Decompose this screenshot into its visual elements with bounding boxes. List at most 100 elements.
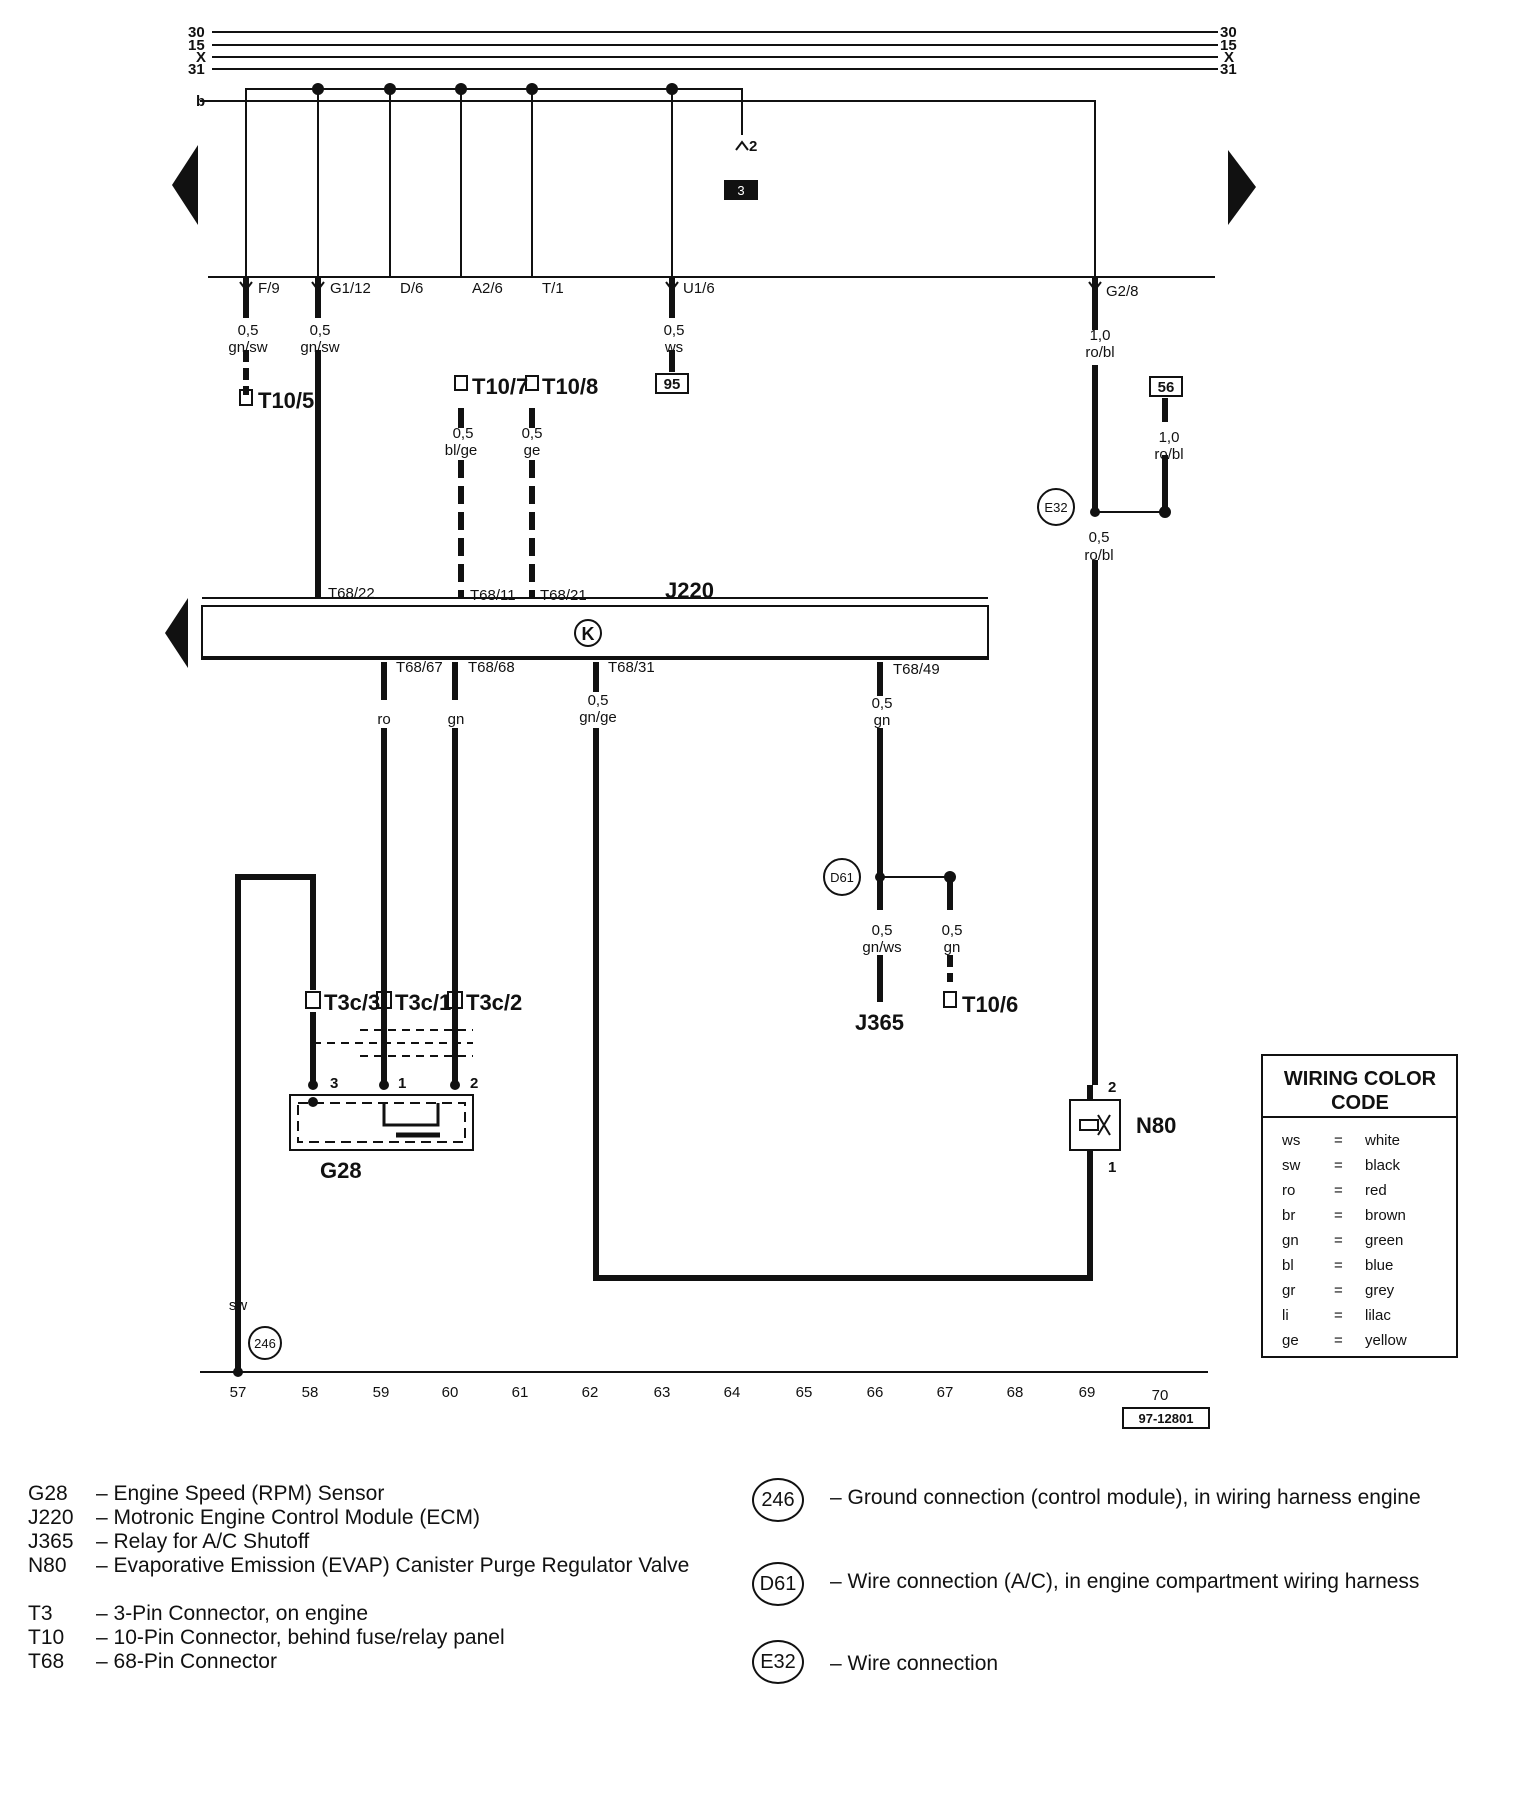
svg-text:65: 65 — [796, 1384, 813, 1401]
svg-text:64: 64 — [724, 1384, 741, 1401]
svg-text:0,5: 0,5 — [588, 692, 609, 709]
svg-text:0,5: 0,5 — [872, 695, 893, 712]
svg-text:bl/ge: bl/ge — [445, 442, 478, 459]
connector-t3c-1: T3c/1 — [395, 990, 451, 1015]
ref-box-95 — [655, 373, 689, 394]
ecm-pin-labels-top: T68/22 T68/11 T68/21 — [328, 585, 587, 604]
svg-text:0,5: 0,5 — [522, 425, 543, 442]
svg-text:gr: gr — [1282, 1282, 1295, 1299]
upper-connector-labels: F/9 G1/12 D/6 A2/6 T/1 U1/6 G2/8 — [258, 280, 1139, 300]
fuse-ref-box — [724, 180, 758, 200]
node-d61-label: D61 — [830, 870, 854, 885]
bus-junctions — [312, 83, 678, 95]
legend-code: J220 — [28, 1506, 74, 1529]
ground-246 — [248, 1326, 282, 1360]
lower-wire-labels: ro gn 0,5 gn/ge 0,5 gn 0,5 gn/ws 0,5 gn … — [229, 692, 963, 1314]
svg-text:lilac: lilac — [1365, 1307, 1391, 1324]
figure-id: 97-12801 — [1139, 1411, 1194, 1426]
svg-text:=: = — [1334, 1232, 1343, 1249]
upper-wire-labels: 0,5 gn/sw 0,5 gn/sw 0,5 ws 1,0 ro/bl 0,5… — [228, 322, 1183, 564]
node-e32-label: E32 — [1044, 500, 1067, 515]
ground-246-label: 246 — [254, 1336, 276, 1351]
rail-label-15-left: 15 — [188, 37, 205, 54]
power-rails — [200, 31, 1218, 102]
svg-text:F/9: F/9 — [258, 280, 280, 297]
svg-text:69: 69 — [1079, 1384, 1096, 1401]
svg-text:G2/8: G2/8 — [1106, 283, 1139, 300]
next-page-arrow-icon[interactable] — [1228, 150, 1256, 225]
svg-text:gn: gn — [874, 712, 891, 729]
svg-text:gn: gn — [944, 939, 961, 956]
ecm-symbol: K — [582, 624, 595, 644]
svg-text:0,5: 0,5 — [238, 322, 259, 339]
svg-text:yellow: yellow — [1365, 1332, 1407, 1349]
sensor-g28-inner — [297, 1102, 466, 1143]
svg-text:sw: sw — [1282, 1157, 1301, 1174]
g28-pin-dots — [308, 1080, 460, 1107]
valve-n80-x-icon — [1097, 1114, 1111, 1136]
d61-junction-dot — [875, 872, 885, 882]
rail-label-31-right: 31 — [1220, 61, 1237, 78]
valve-n80-coil-icon — [1079, 1119, 1099, 1131]
legend-code: T68 — [28, 1650, 65, 1673]
node-d61 — [823, 858, 861, 896]
sensor-g28-coil — [382, 1103, 440, 1127]
svg-text:ge: ge — [1282, 1332, 1299, 1349]
connector-t10-5: T10/5 — [258, 388, 314, 413]
ref-box-56 — [1149, 376, 1183, 397]
legend-badge-d61: D61 — [752, 1562, 804, 1606]
internal-bus — [245, 88, 1096, 277]
svg-text:sw: sw — [229, 1297, 248, 1314]
svg-text:black: black — [1365, 1157, 1401, 1174]
wiring-diagram: 30 15 X 31 30 15 X 31 b 2 3 F/9 G1/12 D/… — [165, 24, 1458, 1429]
component-legend: G28 – Engine Speed (RPM) Sensor J220 – M… — [0, 1470, 1520, 1730]
svg-text:=: = — [1334, 1332, 1343, 1349]
svg-text:ws: ws — [664, 339, 683, 356]
connector-t3c-3: T3c/3 — [324, 990, 380, 1015]
color-code-rows: ws=white sw=black ro=red br=brown gn=gre… — [1281, 1132, 1407, 1349]
sensor-shield-lines — [313, 1029, 473, 1057]
svg-text:ro/bl: ro/bl — [1084, 547, 1113, 564]
rail-label-15-right: 15 — [1220, 37, 1237, 54]
svg-text:59: 59 — [373, 1384, 390, 1401]
svg-text:=: = — [1334, 1207, 1343, 1224]
g28-pin-labels: 3 1 2 — [330, 1075, 478, 1092]
rail-label-x-right: X — [1224, 49, 1234, 66]
svg-text:gn/sw: gn/sw — [300, 339, 339, 356]
svg-text:A2/6: A2/6 — [472, 280, 503, 297]
svg-text:63: 63 — [654, 1384, 671, 1401]
svg-text:gn/ws: gn/ws — [862, 939, 901, 956]
svg-text:ro: ro — [377, 711, 390, 728]
e32-branch-dot — [1159, 506, 1171, 518]
n80-pin-1: 1 — [1108, 1159, 1116, 1176]
legend-desc: – 10-Pin Connector, behind fuse/relay pa… — [96, 1626, 505, 1649]
legend-badge-246: 246 — [752, 1478, 804, 1522]
d61-branch-dot — [944, 871, 956, 883]
svg-text:62: 62 — [582, 1384, 599, 1401]
svg-text:0,5: 0,5 — [664, 322, 685, 339]
color-code-title-2: CODE — [1331, 1092, 1389, 1114]
legend-ground-d61-desc: – Wire connection (A/C), in engine compa… — [830, 1570, 1420, 1593]
connector-t10-6-symbol — [943, 991, 957, 1008]
svg-text:=: = — [1334, 1182, 1343, 1199]
svg-text:0,5: 0,5 — [942, 922, 963, 939]
svg-text:57: 57 — [230, 1384, 247, 1401]
svg-text:brown: brown — [1365, 1207, 1406, 1224]
svg-text:T68/49: T68/49 — [893, 661, 940, 678]
legend-desc: – Engine Speed (RPM) Sensor — [96, 1482, 385, 1505]
prev-page-arrow-icon[interactable] — [172, 145, 198, 225]
svg-text:G1/12: G1/12 — [330, 280, 371, 297]
svg-text:0,5: 0,5 — [872, 922, 893, 939]
ecm-name: J220 — [665, 578, 714, 603]
svg-text:ro: ro — [1282, 1182, 1295, 1199]
svg-text:li: li — [1282, 1307, 1289, 1324]
svg-text:3: 3 — [330, 1075, 338, 1092]
module-continue-arrow-icon[interactable] — [165, 598, 188, 668]
rail-label-b: b — [196, 93, 205, 110]
legend-code: J365 — [28, 1530, 74, 1553]
b-end-pin: 2 — [749, 138, 757, 155]
ecm-symbol-icon — [574, 619, 602, 647]
svg-text:2: 2 — [470, 1075, 478, 1092]
svg-text:=: = — [1334, 1307, 1343, 1324]
svg-text:D/6: D/6 — [400, 280, 423, 297]
